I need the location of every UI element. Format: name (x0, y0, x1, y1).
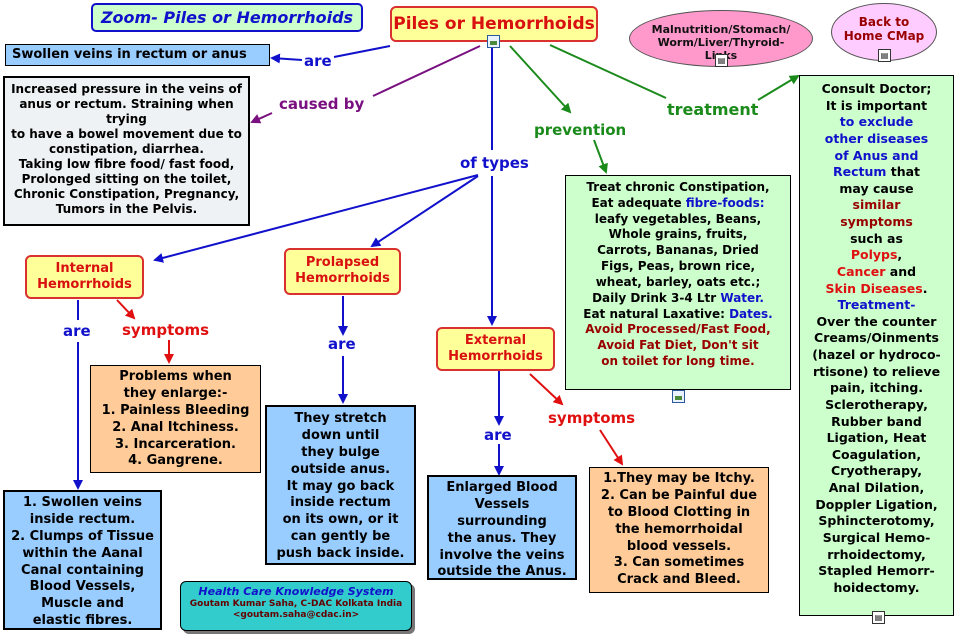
main-concept-node[interactable]: Piles or Hemorrhoids (390, 6, 598, 42)
link-symptoms: symptoms (548, 409, 636, 427)
link-are: are (328, 335, 356, 353)
internal-symptoms-node: Problems when they enlarge:- 1. Painless… (90, 365, 261, 473)
link-prevention: prevention (534, 121, 627, 139)
link-are: are (304, 52, 332, 70)
swollen-veins-node: Swollen veins in rectum or anus (5, 44, 270, 66)
prolapsed-hemorrhoids-node[interactable]: Prolapsed Hemorrhoids (284, 248, 401, 295)
link-of-types: of types (460, 154, 529, 172)
internal-description-node: 1. Swollen veins inside rectum. 2. Clump… (3, 490, 162, 630)
prevention-node: Treat chronic Constipation, Eat adequate… (565, 175, 791, 390)
links-node[interactable]: Malnutrition/Stomach/ Worm/Liver/Thyroid… (629, 10, 813, 67)
link-treatment: treatment (667, 100, 759, 119)
external-hemorrhoids-node[interactable]: External Hemorrhoids (436, 327, 555, 371)
link-symptoms: symptoms (122, 321, 210, 339)
cmap-link-icon[interactable]: ▤ (872, 611, 885, 624)
link-are: are (484, 426, 512, 444)
cmap-link-icon[interactable]: ▤ (878, 49, 891, 62)
credits-box: Health Care Knowledge System Goutam Kuma… (180, 581, 412, 631)
cmap-link-icon[interactable]: ▤ (715, 54, 728, 67)
prolapsed-description-node: They stretch down until they bulge outsi… (265, 405, 416, 565)
image-resource-icon[interactable] (672, 390, 685, 403)
link-caused-by: caused by (279, 95, 365, 113)
internal-hemorrhoids-node[interactable]: Internal Hemorrhoids (25, 255, 144, 299)
external-symptoms-node: 1.They may be Itchy. 2. Can be Painful d… (589, 467, 769, 593)
zoom-title: Zoom- Piles or Hemorrhoids (91, 3, 363, 32)
image-resource-icon[interactable] (487, 35, 500, 48)
external-description-node: Enlarged Blood Vessels surrounding the a… (427, 475, 577, 580)
causes-node: Increased pressure in the veins of anus … (3, 76, 250, 226)
link-are: are (63, 322, 91, 340)
treatment-node: Consult Doctor; It is important to exclu… (799, 75, 954, 616)
